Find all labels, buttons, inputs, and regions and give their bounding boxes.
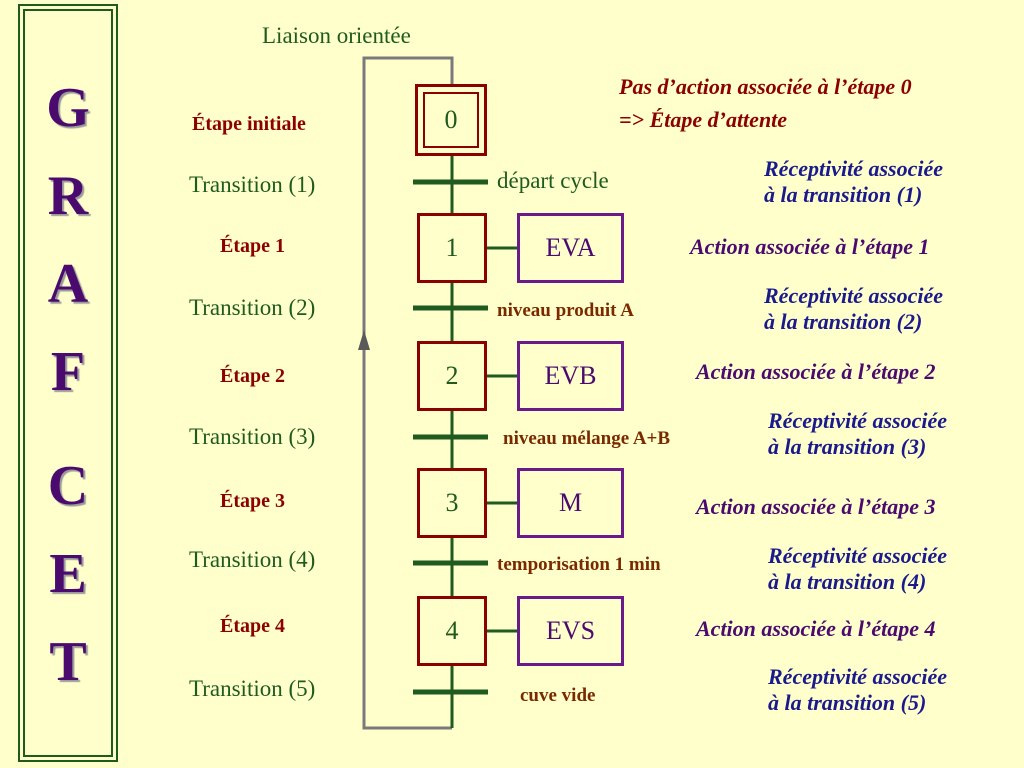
receptivity-note: Réceptivité associée à la transition (3) bbox=[768, 408, 947, 461]
transition-label: Transition (4) bbox=[189, 547, 316, 572]
transition-label: Transition (5) bbox=[189, 676, 316, 701]
side-title-letter: T bbox=[49, 631, 87, 693]
receptivity-note: Réceptivité associée à la transition (2) bbox=[764, 283, 943, 336]
side-title-frame-inner bbox=[23, 9, 113, 757]
step-label: Étape 1 bbox=[220, 235, 285, 257]
receptivity-note-line: Réceptivité associée bbox=[768, 543, 947, 568]
receptivity-note-line: Réceptivité associée bbox=[764, 156, 943, 181]
action-label: Action associée à l’étape 1 bbox=[690, 234, 930, 259]
step-label: Étape initiale bbox=[192, 113, 306, 135]
step-number: 0 bbox=[444, 105, 458, 134]
side-title-letter: R bbox=[47, 165, 89, 227]
step-box: 2 bbox=[417, 341, 487, 411]
receptivity-note-line: à la transition (1) bbox=[764, 182, 923, 208]
step-box-initial-inner bbox=[423, 92, 479, 148]
action-label: Action associée à l’étape 4 bbox=[696, 616, 936, 641]
return-link bbox=[362, 56, 454, 730]
step-number: 3 bbox=[445, 488, 459, 517]
initial-step-note-line: => Étape d’attente bbox=[619, 107, 788, 132]
action-box: EVS bbox=[517, 596, 624, 666]
receptivity-note-line: à la transition (3) bbox=[768, 434, 927, 460]
transition-condition: niveau produit A bbox=[497, 300, 634, 321]
step-box: 3 bbox=[417, 468, 487, 538]
action-box: EVA bbox=[517, 213, 624, 283]
transition-condition: cuve vide bbox=[520, 685, 596, 706]
side-title-letter: C bbox=[47, 455, 89, 517]
step-label: Étape 4 bbox=[220, 615, 285, 637]
liaison-label: Liaison orientée bbox=[262, 23, 411, 48]
action-label: Action associée à l’étape 2 bbox=[696, 359, 936, 384]
side-title-letter: F bbox=[50, 341, 86, 403]
return-arrow-icon bbox=[358, 330, 370, 350]
step-label: Étape 3 bbox=[220, 490, 285, 512]
receptivity-note-line: à la transition (4) bbox=[768, 569, 927, 595]
action-box: M bbox=[517, 468, 624, 538]
transition-condition: temporisation 1 min bbox=[497, 554, 661, 575]
initial-step-note-line: Pas d’action associée à l’étape 0 bbox=[619, 74, 912, 99]
side-title-frame bbox=[18, 4, 118, 762]
step-number: 2 bbox=[445, 361, 459, 390]
receptivity-note: Réceptivité associée à la transition (4) bbox=[768, 543, 947, 596]
transition-label: Transition (3) bbox=[189, 424, 316, 449]
receptivity-note-line: Réceptivité associée bbox=[768, 408, 947, 433]
action-label: Action associée à l’étape 3 bbox=[696, 494, 936, 519]
side-title-letter: E bbox=[49, 543, 87, 605]
initial-step-note: Pas d’action associée à l’étape 0 => Éta… bbox=[619, 70, 912, 136]
action-box: EVB bbox=[517, 341, 624, 411]
step-box: 1 bbox=[417, 213, 487, 283]
step-number: 1 bbox=[445, 233, 459, 262]
transition-condition: départ cycle bbox=[497, 168, 609, 193]
receptivity-note-line: Réceptivité associée bbox=[768, 664, 947, 689]
transition-label: Transition (1) bbox=[189, 172, 316, 197]
step-number: 4 bbox=[445, 616, 459, 645]
step-label: Étape 2 bbox=[220, 365, 285, 387]
transition-condition: niveau mélange A+B bbox=[503, 428, 671, 449]
receptivity-note-line: à la transition (2) bbox=[764, 309, 923, 335]
step-box: 4 bbox=[417, 596, 487, 666]
step-box-initial: 0 bbox=[415, 84, 487, 156]
transition-label: Transition (2) bbox=[189, 295, 316, 320]
receptivity-note-line: Réceptivité associée bbox=[764, 283, 943, 308]
receptivity-note-line: à la transition (5) bbox=[768, 690, 927, 716]
receptivity-note: Réceptivité associée à la transition (1) bbox=[764, 156, 943, 209]
side-title-letter: A bbox=[47, 253, 89, 315]
receptivity-note: Réceptivité associée à la transition (5) bbox=[768, 664, 947, 717]
side-title-letter: G bbox=[46, 77, 90, 139]
